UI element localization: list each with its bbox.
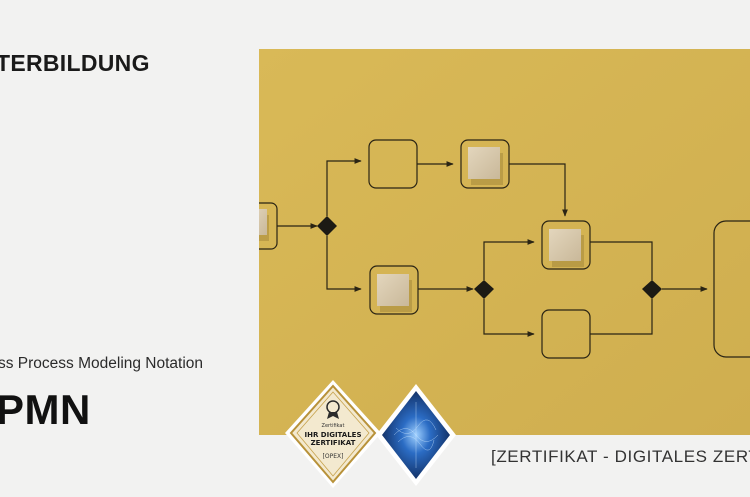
digital-badge-graphic — [374, 382, 458, 493]
badge-line3: ZERTIFIKAT — [311, 439, 356, 447]
course-subtitle: ss Process Modeling Notation — [0, 355, 204, 372]
course-category-heading: TERBILDUNG — [0, 50, 150, 76]
certificate-caption: [ZERTIFIKAT - DIGITALES ZERTI — [491, 447, 750, 466]
digital-certificate-badge: Zertifikat IHR DIGITALES ZERTIFIKAT [OPE… — [283, 378, 383, 495]
bpmn-diagram-photo — [259, 49, 750, 435]
course-title: PMN — [0, 386, 91, 433]
badge-line1: Zertifikat — [322, 423, 345, 429]
badge-line2: IHR DIGITALES — [305, 431, 362, 439]
badge-logo: [OPEX] — [323, 453, 344, 460]
